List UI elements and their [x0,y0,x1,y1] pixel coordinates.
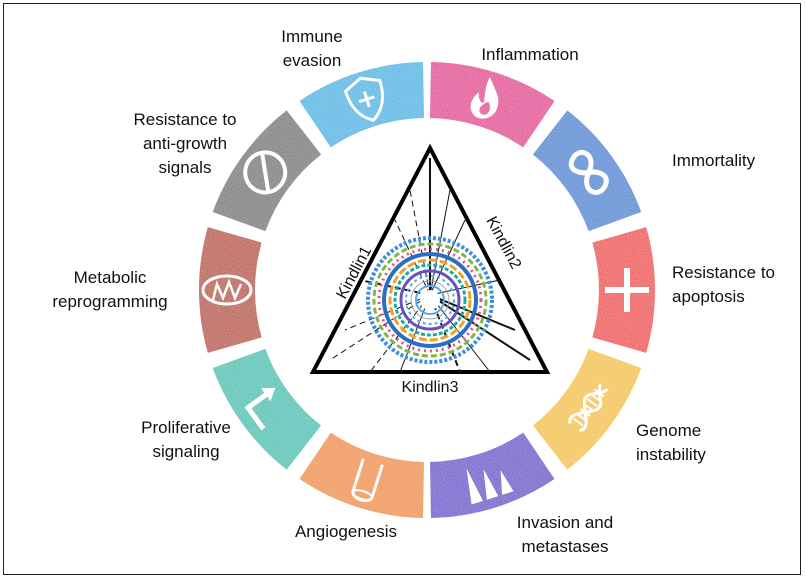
segment-immune-evasion [300,62,424,147]
kindlin3-label: Kindlin3 [402,379,459,396]
label-immortality: Immortality [672,151,756,170]
label-inflammation: Inflammation [481,45,578,64]
segment-angiogenesis [300,433,424,518]
circos-center [420,290,440,310]
label-angiogenesis: Angiogenesis [295,522,397,541]
segment-proliferative-signaling [213,349,321,470]
segment-genome-instability [533,349,641,470]
segment-invasion-and-metastases [430,433,554,518]
kindlin-triangle: Kindlin1 Kindlin2 Kindlin3 [313,148,547,396]
